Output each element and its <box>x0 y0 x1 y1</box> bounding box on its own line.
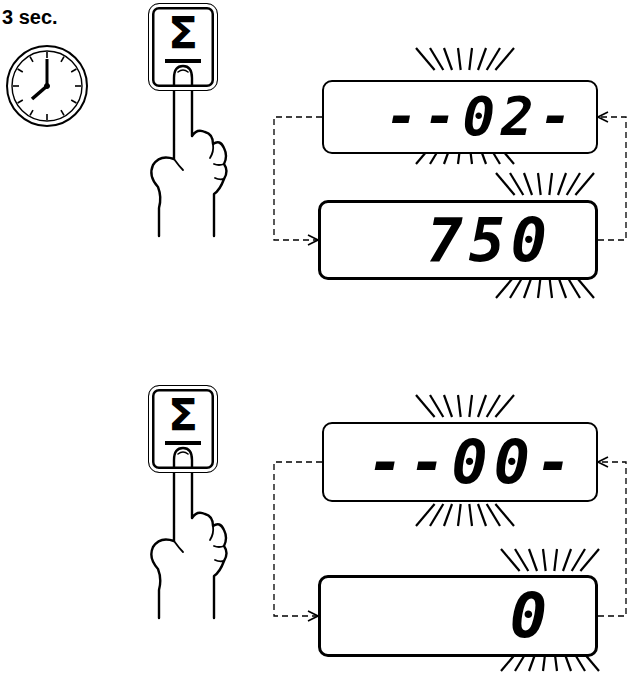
cycle-arrow <box>598 117 626 240</box>
display-readout: --00- <box>367 432 578 492</box>
display-readout: 0 <box>510 585 553 647</box>
display-readout: --02- <box>385 90 578 144</box>
lcd-display: --00- <box>322 422 598 502</box>
blink-rays <box>416 48 514 70</box>
blink-rays <box>496 173 594 195</box>
lcd-display: 0 <box>318 575 598 657</box>
duration-label: 3 sec. <box>2 6 58 29</box>
cycle-arrow <box>598 462 626 616</box>
pressing-hand <box>151 66 226 236</box>
blink-rays <box>501 549 599 571</box>
blink-rays <box>416 395 514 417</box>
cycle-arrow <box>274 462 322 616</box>
lcd-display: --02- <box>322 80 598 154</box>
cycle-arrow <box>274 117 322 240</box>
clock-icon <box>7 46 87 126</box>
sum-button: Σ <box>148 385 218 473</box>
pressing-hand <box>151 448 226 618</box>
button-symbol: Σ <box>165 394 201 445</box>
button-symbol: Σ <box>165 12 201 63</box>
lcd-display: 750 <box>318 200 598 280</box>
blink-rays <box>416 504 514 526</box>
display-readout: 750 <box>427 210 553 270</box>
sum-button: Σ <box>148 3 218 91</box>
